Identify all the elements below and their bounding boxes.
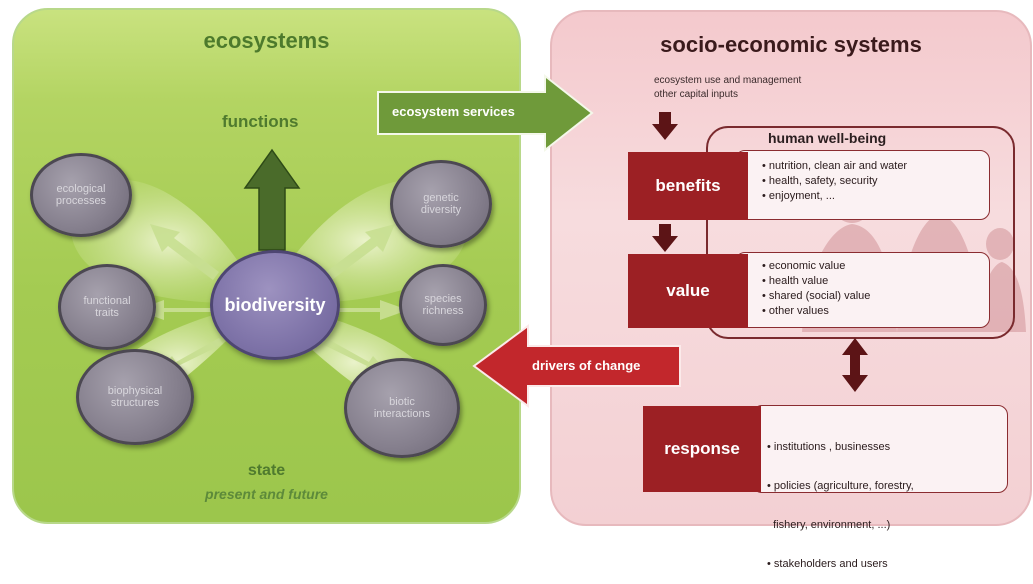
value-box: value <box>628 254 748 328</box>
functional-traits-text: functional traits <box>83 295 131 319</box>
benefits-item-2: • health, safety, security <box>762 175 878 187</box>
functions-label: functions <box>222 112 299 131</box>
value-item-3: • shared (social) value <box>762 290 871 302</box>
value-item-4: • other values <box>762 305 829 317</box>
human-wellbeing-label: human well-being <box>768 130 887 146</box>
genetic-diversity-text: genetic diversity <box>420 192 462 216</box>
response-item-3: fishery, environment, ...) <box>767 519 891 531</box>
biotic-interactions-circle: biotic interactions <box>344 358 460 458</box>
response-item-4: • stakeholders and users <box>767 558 888 570</box>
benefits-item-1: • nutrition, clean air and water <box>762 160 908 172</box>
species-richness-circle: species richness <box>399 264 487 346</box>
benefits-item-3: • enjoyment, ... <box>762 190 835 202</box>
genetic-diversity-circle: genetic diversity <box>390 160 492 248</box>
response-list: • institutions , businesses • policies (… <box>752 405 1008 570</box>
ecosystems-panel: ecosystems functions ecological processe… <box>12 8 521 524</box>
response-item-2: • policies (agriculture, forestry, <box>767 480 914 492</box>
response-box: response <box>643 406 761 492</box>
response-item-1: • institutions , businesses <box>767 441 891 453</box>
value-item-2: • health value <box>762 275 829 287</box>
inputs-line-1: ecosystem use and management <box>654 75 802 86</box>
ecosystems-title: ecosystems <box>203 28 330 53</box>
benefits-box: benefits <box>628 152 748 220</box>
biophysical-structures-text: biophysical structures <box>107 385 163 409</box>
socio-economic-title: socio-economic systems <box>660 32 922 57</box>
species-richness-text: species richness <box>422 293 464 317</box>
biotic-interactions-text: biotic interactions <box>373 396 431 420</box>
functions-up-arrow <box>243 148 301 251</box>
state-label: state <box>247 462 286 479</box>
ecosystem-services-label: ecosystem services <box>392 104 515 119</box>
inputs-line-2: other capital inputs <box>654 89 738 100</box>
biodiversity-circle: biodiversity <box>210 250 340 360</box>
inputs-text: ecosystem use and management other capit… <box>654 74 801 102</box>
functional-traits-circle: functional traits <box>58 264 156 350</box>
drivers-of-change-label: drivers of change <box>532 358 641 373</box>
benefits-list: • nutrition, clean air and water • healt… <box>735 150 990 220</box>
ecological-processes-text: ecological processes <box>55 183 107 207</box>
state-subtitle: present and future <box>205 486 328 502</box>
ecological-processes-circle: ecological processes <box>30 153 132 237</box>
biophysical-structures-circle: biophysical structures <box>76 349 194 445</box>
value-item-1: • economic value <box>762 260 846 272</box>
value-list: • economic value • health value • shared… <box>735 252 990 328</box>
